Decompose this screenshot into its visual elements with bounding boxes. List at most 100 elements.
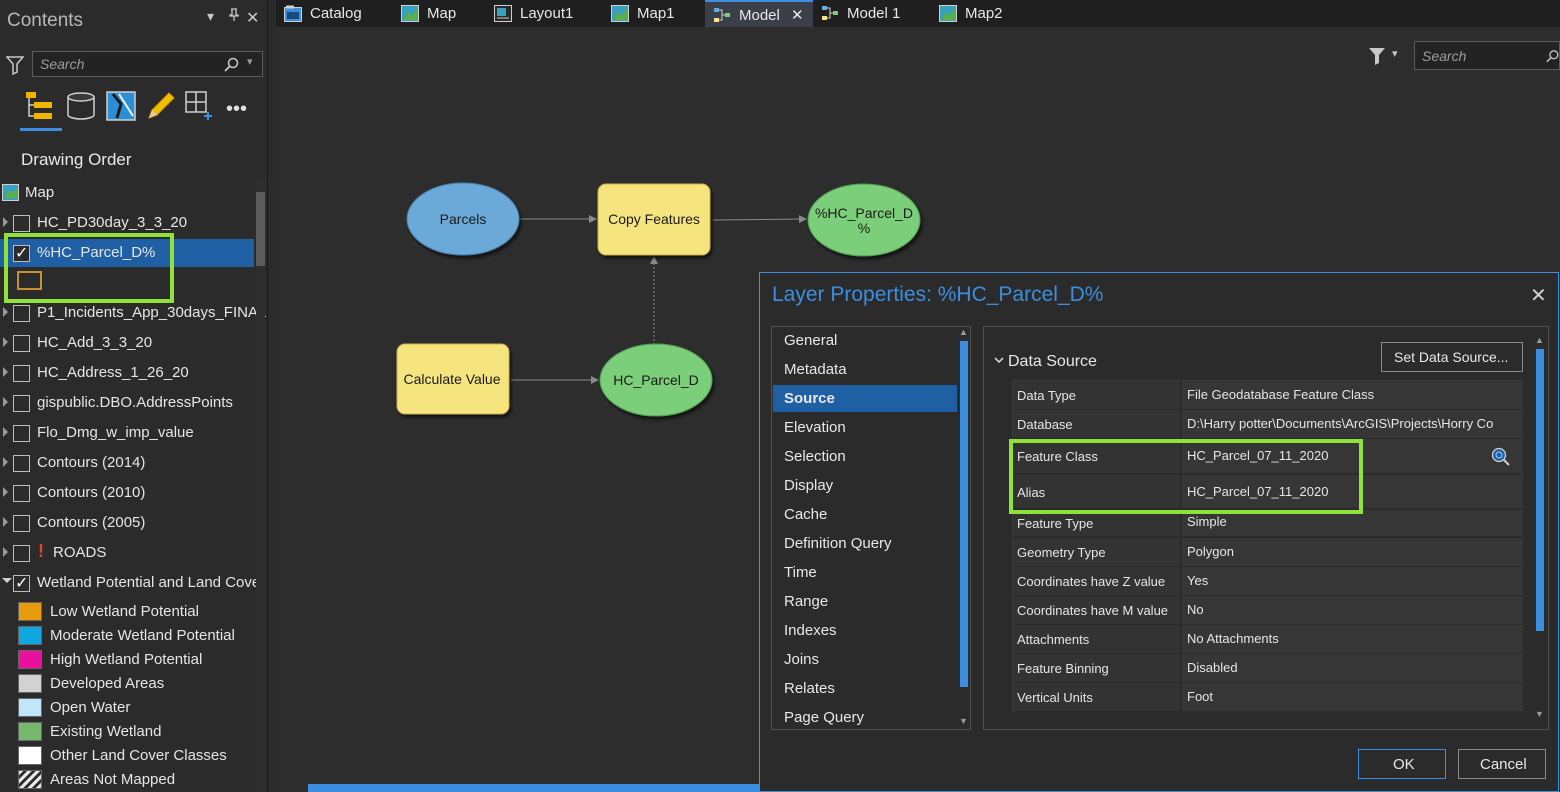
layer-visibility-checkbox[interactable] [13,215,30,232]
tab-map2[interactable]: Map2 [931,0,1023,27]
layer-visibility-checkbox[interactable] [13,305,30,322]
contents-scroll-thumb[interactable] [256,192,265,266]
nav-display[interactable]: Display [784,477,834,494]
tab-layout1[interactable]: Layout1 [486,0,594,27]
layer-visibility-checkbox[interactable] [13,545,30,562]
expand-arrow-icon[interactable] [3,367,8,377]
search-icon[interactable] [224,57,240,73]
nav-time[interactable]: Time [784,564,817,581]
layer-visibility-checkbox[interactable] [13,425,30,442]
node-copy-features[interactable] [597,183,711,256]
layer-item[interactable]: Contours (2010) [0,479,254,507]
search-options-icon[interactable]: ▾ [247,56,253,68]
layer-item[interactable]: Wetland Potential and Land Cove [0,569,260,597]
layer-visibility-checkbox[interactable] [13,365,30,382]
scroll-up-icon[interactable]: ▲ [959,327,968,337]
source-scrollbar[interactable]: ▲ ▼ [1534,335,1546,723]
layer-visibility-checkbox[interactable] [13,335,30,352]
node-parcels[interactable] [406,182,520,256]
nav-indexes[interactable]: Indexes [784,622,837,639]
selection-icon[interactable] [105,90,137,122]
close-icon[interactable]: ✕ [1530,285,1547,307]
expand-arrow-icon[interactable] [3,217,8,227]
tab-model[interactable]: Model ✕ [705,0,813,27]
layer-item[interactable]: Flo_Dmg_w_imp_value [0,419,254,447]
layer-item-selected[interactable]: %HC_Parcel_D% [0,239,254,267]
chevron-down-icon[interactable] [994,355,1004,365]
layer-symbol-swatch[interactable] [17,271,42,290]
pin-icon[interactable] [228,8,240,22]
tab-catalog[interactable]: Catalog [276,0,386,27]
nav-relates[interactable]: Relates [784,680,835,697]
layer-item[interactable]: HC_PD30day_3_3_20 [0,209,254,237]
expand-arrow-icon[interactable] [3,547,8,557]
expand-arrow-icon[interactable] [3,517,8,527]
layer-visibility-checkbox[interactable] [13,455,30,472]
layer-item[interactable]: HC_Add_3_3_20 [0,329,254,357]
cancel-button[interactable]: Cancel [1458,749,1546,779]
close-tab-icon[interactable]: ✕ [791,7,804,24]
node-output-feature-class[interactable] [807,183,921,257]
canvas-filter-icon[interactable] [1368,46,1386,66]
map-root-item[interactable]: Map [0,179,254,207]
filter-icon[interactable] [6,55,24,75]
more-options-icon[interactable]: ••• [226,98,248,120]
layer-item[interactable]: gispublic.DBO.AddressPoints [0,389,254,417]
nav-source[interactable]: Source [773,385,957,412]
layer-visibility-checkbox[interactable] [13,243,30,263]
tab-map[interactable]: Map [393,0,479,27]
snapping-icon[interactable] [184,90,216,122]
expand-arrow-icon[interactable] [3,307,8,317]
scroll-up-icon[interactable]: ▲ [1535,335,1544,345]
nav-elevation[interactable]: Elevation [784,419,846,436]
pane-menu-icon[interactable]: ▾ [207,8,215,24]
nav-metadata[interactable]: Metadata [784,361,847,378]
contents-scrollbar[interactable] [256,180,265,792]
set-data-source-button[interactable]: Set Data Source... [1381,342,1523,372]
canvas-hscroll-thumb[interactable] [308,784,759,792]
expand-arrow-icon[interactable] [3,457,8,467]
nav-scrollbar[interactable]: ▲ ▼ [958,327,970,729]
canvas-hscroll[interactable] [284,782,759,792]
source-scroll-thumb[interactable] [1536,349,1544,631]
node-calculate-value[interactable] [396,343,510,415]
nav-page-query[interactable]: Page Query [784,709,865,726]
expand-arrow-icon[interactable] [3,337,8,347]
layer-item[interactable]: HC_Address_1_26_20 [0,359,254,387]
layer-visibility-checkbox[interactable] [13,515,30,532]
ok-button[interactable]: OK [1358,749,1446,779]
search-icon[interactable] [1546,49,1560,64]
layer-visibility-checkbox[interactable] [13,573,30,593]
close-pane-icon[interactable]: ✕ [246,10,260,27]
nav-selection[interactable]: Selection [784,448,846,465]
canvas-search-input[interactable]: Search [1414,41,1560,70]
expand-arrow-icon[interactable] [3,397,8,407]
node-hc-parcel-d[interactable] [599,343,713,417]
nav-definition-query[interactable]: Definition Query [784,535,892,552]
drawing-order-icon[interactable] [24,90,56,122]
scroll-down-icon[interactable]: ▼ [1535,709,1544,719]
nav-range[interactable]: Range [784,593,829,610]
canvas-filter-dropdown-icon[interactable]: ▾ [1392,48,1398,60]
scroll-down-icon[interactable]: ▼ [959,716,968,726]
expand-arrow-icon[interactable] [3,427,8,437]
collapse-arrow-icon[interactable] [2,578,12,583]
layer-visibility-checkbox[interactable] [13,485,30,502]
nav-scroll-thumb[interactable] [960,341,968,687]
tab-model-1[interactable]: Model 1 [813,0,921,27]
layer-visibility-checkbox[interactable] [13,395,30,412]
legend-swatch [18,650,42,669]
editing-icon[interactable] [145,90,177,122]
nav-general[interactable]: General [784,332,838,349]
layer-item[interactable]: Contours (2005) [0,509,254,537]
tab-map1[interactable]: Map1 [603,0,695,27]
layer-item[interactable]: Contours (2014) [0,449,254,477]
contents-search-input[interactable]: Search ▾ [32,51,263,77]
expand-arrow-icon[interactable] [3,487,8,497]
data-source-icon[interactable] [65,90,97,122]
nav-cache[interactable]: Cache [784,506,828,523]
browse-feature-class-icon[interactable] [1491,447,1511,467]
layer-item[interactable]: P1_Incidents_App_30days_FINAL [0,299,266,327]
layer-item[interactable]: ! ROADS [0,539,254,567]
nav-joins[interactable]: Joins [784,651,820,668]
